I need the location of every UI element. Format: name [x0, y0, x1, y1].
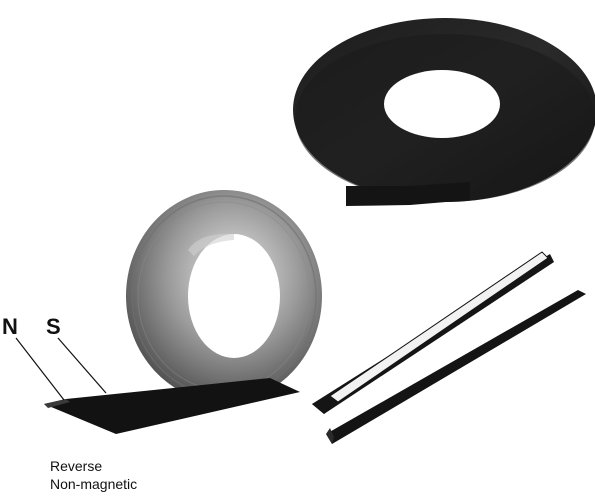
pole-pointer-lines	[16, 338, 106, 400]
caption-non-magnetic: Non-magnetic	[50, 477, 137, 491]
caption-reverse: Reverse	[50, 459, 102, 473]
north-pole-label: N	[2, 316, 18, 338]
south-pole-label: S	[46, 316, 61, 338]
tape-roll	[126, 190, 322, 402]
flat-coil-roll	[293, 18, 595, 206]
unrolled-strip	[44, 378, 300, 434]
